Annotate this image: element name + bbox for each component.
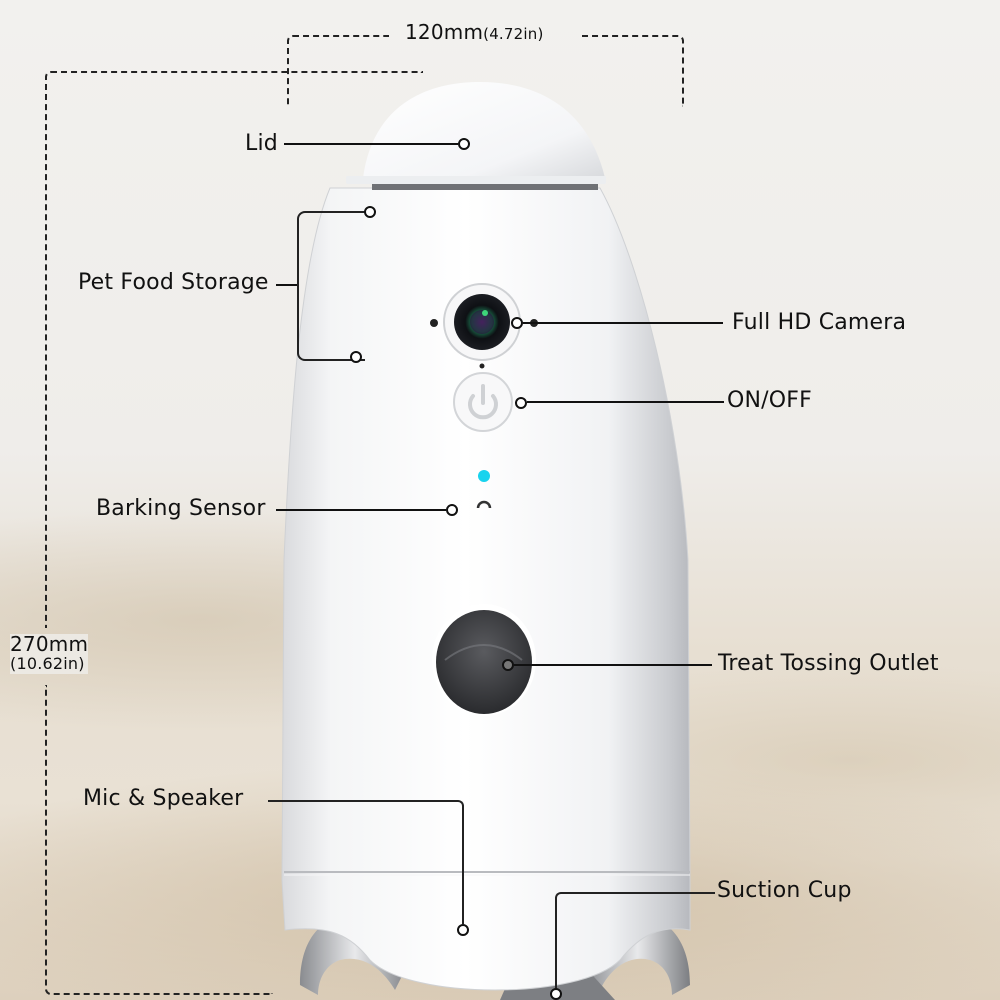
treat-outlet-shape	[436, 610, 532, 714]
callout-lid: Lid	[245, 131, 278, 156]
height-dimension-line-top	[45, 71, 423, 628]
suction-leader-line	[555, 892, 715, 991]
barking-anchor-dot	[446, 504, 458, 516]
outlet-anchor-dot	[502, 659, 514, 671]
callout-suction-cup: Suction Cup	[717, 878, 852, 903]
height-dimension-label: 270mm (10.62in)	[10, 632, 89, 674]
suction-anchor-dot	[550, 988, 562, 1000]
mic-anchor-dot	[457, 924, 469, 936]
barking-leader-line	[276, 509, 446, 511]
status-led-icon	[478, 470, 490, 482]
camera-anchor-dot	[511, 317, 523, 329]
width-mm: 120mm	[405, 20, 484, 44]
height-inches: (10.62in)	[10, 654, 85, 673]
callout-on-off: ON/OFF	[727, 388, 813, 413]
callout-barking-sensor: Barking Sensor	[96, 496, 266, 521]
storage-bracket	[297, 211, 365, 361]
callout-treat-tossing-outlet: Treat Tossing Outlet	[718, 651, 939, 676]
width-dimension-label: 120mm(4.72in)	[405, 20, 544, 44]
callout-mic-speaker: Mic & Speaker	[83, 786, 244, 811]
storage-anchor-dot-top	[364, 206, 376, 218]
width-dimension-line-right	[582, 35, 684, 107]
callout-pet-food-storage: Pet Food Storage	[78, 270, 269, 295]
power-icon	[468, 394, 498, 420]
power-leader-line	[527, 401, 724, 403]
mic-leader-line	[268, 800, 464, 924]
outlet-leader-line	[514, 664, 712, 666]
height-dimension-line-bottom	[45, 685, 273, 995]
callout-full-hd-camera: Full HD Camera	[732, 310, 907, 335]
lid-anchor-dot	[458, 138, 470, 150]
width-inches: (4.72in)	[483, 25, 544, 43]
height-mm: 270mm	[10, 632, 89, 656]
power-anchor-dot	[515, 397, 527, 409]
storage-leader-stub	[276, 284, 298, 286]
storage-anchor-dot-bottom	[350, 351, 362, 363]
camera-leader-line	[523, 322, 723, 324]
lid-leader-line	[284, 143, 458, 145]
